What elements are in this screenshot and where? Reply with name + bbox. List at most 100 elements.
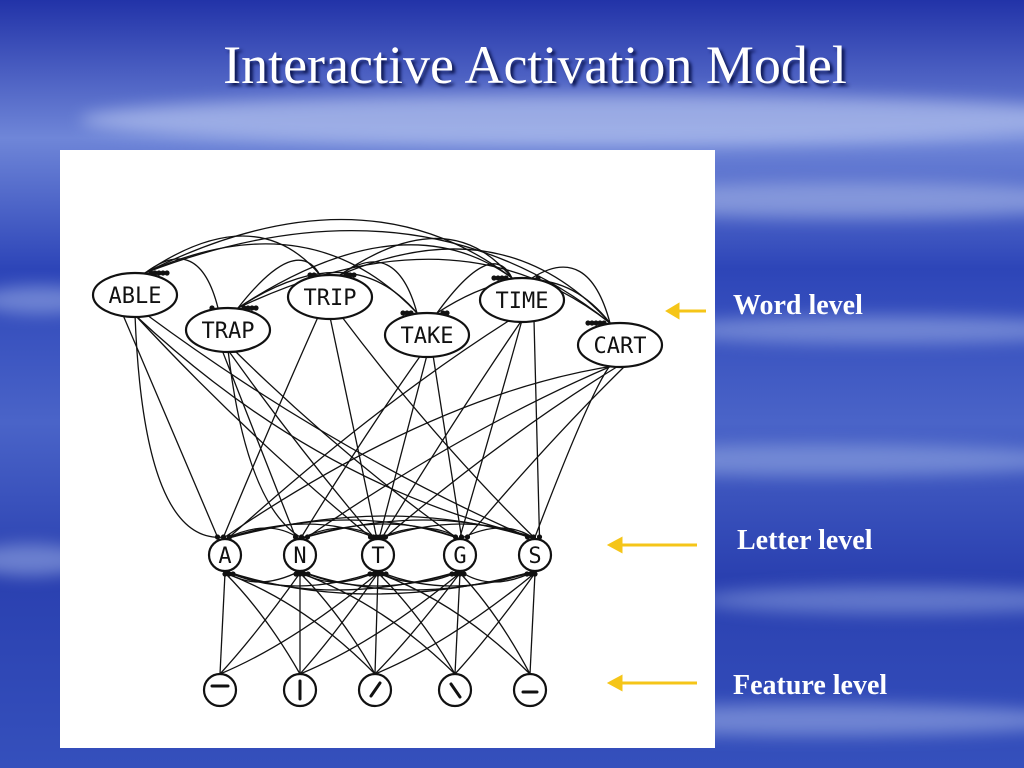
connection-dot <box>222 571 228 577</box>
word-word-connection <box>339 248 611 324</box>
word-word-connection <box>339 237 513 279</box>
feature-letter-connection <box>219 572 379 675</box>
connection-dot <box>457 571 463 577</box>
connection-dot <box>524 534 531 540</box>
connection-dot <box>400 310 406 316</box>
word-letter-connection <box>432 354 463 538</box>
word-letter-loop <box>134 314 536 538</box>
word-node-ellipse <box>383 311 471 359</box>
feature-stroke-icon <box>449 682 462 699</box>
connection-dot <box>293 571 299 577</box>
feature-letter-connection <box>224 572 376 675</box>
word-letter-connection <box>329 316 378 538</box>
word-letter-connection <box>221 349 297 538</box>
word-letter-loop <box>134 314 226 538</box>
feature-node-diagonal-right <box>357 672 393 708</box>
letter-node-circle <box>517 537 553 573</box>
feature-letter-connection <box>377 572 531 675</box>
word-node-trip: TRIP <box>286 273 374 321</box>
letter-letter-connection <box>377 570 536 587</box>
connection-dot <box>524 571 530 577</box>
word-node-label: TRIP <box>304 286 357 311</box>
letter-node-label: N <box>293 544 306 569</box>
connection-dot <box>160 270 166 276</box>
feature-node-circle <box>512 672 548 708</box>
word-word-connection <box>531 266 611 324</box>
connection-dot <box>464 534 471 540</box>
word-word-connection <box>144 235 321 276</box>
feature-letter-connection <box>299 572 376 675</box>
word-letter-connection <box>378 354 428 538</box>
connection-dot <box>367 571 373 577</box>
letter-node-s: S <box>517 537 553 573</box>
letter-letter-connection <box>459 527 536 540</box>
word-node-time: TIME <box>478 276 566 324</box>
feature-letter-connection <box>299 572 461 675</box>
connection-dot <box>226 571 232 577</box>
word-word-connection <box>144 218 513 279</box>
connection-dot <box>249 305 255 311</box>
letter-node-label: G <box>453 544 466 569</box>
feature-node-horizontal-bar-top <box>202 672 238 708</box>
connection-dot <box>495 275 501 281</box>
connection-dot <box>532 571 538 577</box>
feature-letter-connection <box>374 572 536 675</box>
word-node-label: TAKE <box>401 324 454 349</box>
word-letter-connection <box>467 364 627 538</box>
word-word-connection <box>237 271 418 314</box>
feature-letter-connection <box>454 572 461 675</box>
letter-node-label: A <box>218 544 231 569</box>
word-node-ellipse <box>286 273 374 321</box>
letter-level-label: Letter level <box>737 525 873 556</box>
word-letter-loop <box>534 359 621 538</box>
word-node-able: ABLE <box>91 271 179 319</box>
connection-dot <box>214 534 221 540</box>
connection-dot <box>230 571 236 577</box>
word-letter-connection <box>229 319 511 538</box>
letter-node-g: G <box>442 537 478 573</box>
connection-dot <box>382 534 389 540</box>
feature-node-circle <box>202 672 238 708</box>
word-letter-connection <box>134 314 371 538</box>
word-level-label: Word level <box>733 290 863 321</box>
letter-letter-connection <box>299 570 536 591</box>
word-letter-connection <box>385 364 621 538</box>
word-node-trap: TRAP <box>184 306 272 354</box>
feature-letter-connection <box>377 572 456 675</box>
feature-node-horizontal-bar-middle <box>512 672 548 708</box>
letter-letter-connection <box>224 570 379 587</box>
letter-letter-connection <box>224 570 301 583</box>
feature-letter-connection <box>454 572 536 675</box>
feature-letter-connection <box>299 572 379 675</box>
letter-node-n: N <box>282 537 318 573</box>
word-word-connection <box>237 244 513 309</box>
letter-letter-connection <box>224 523 379 540</box>
connection-dot <box>589 320 595 326</box>
letter-letter-connection <box>377 570 461 583</box>
feature-letter-connection <box>219 572 301 675</box>
connection-dot <box>379 571 385 577</box>
connection-dot <box>297 571 303 577</box>
connection-dot <box>351 272 357 278</box>
letter-letter-connection <box>377 527 461 540</box>
connection-dot <box>156 270 162 276</box>
word-letter-connection <box>146 314 528 538</box>
connection-dot <box>305 571 311 577</box>
connection-dot <box>585 320 591 326</box>
word-letter-connection <box>222 316 319 538</box>
word-word-connection <box>436 263 513 314</box>
word-node-ellipse <box>91 271 179 319</box>
connection-dot <box>164 270 170 276</box>
letter-letter-connection <box>299 570 379 583</box>
word-node-ellipse <box>478 276 566 324</box>
connection-dot <box>383 571 389 577</box>
slide-title: Interactive Activation Model <box>223 35 847 95</box>
connection-dot <box>449 571 455 577</box>
word-node-take: TAKE <box>383 311 471 359</box>
word-letter-connection <box>227 349 374 538</box>
connection-dot <box>593 320 599 326</box>
feature-letter-connection <box>374 572 379 675</box>
letter-node-circle <box>207 537 243 573</box>
